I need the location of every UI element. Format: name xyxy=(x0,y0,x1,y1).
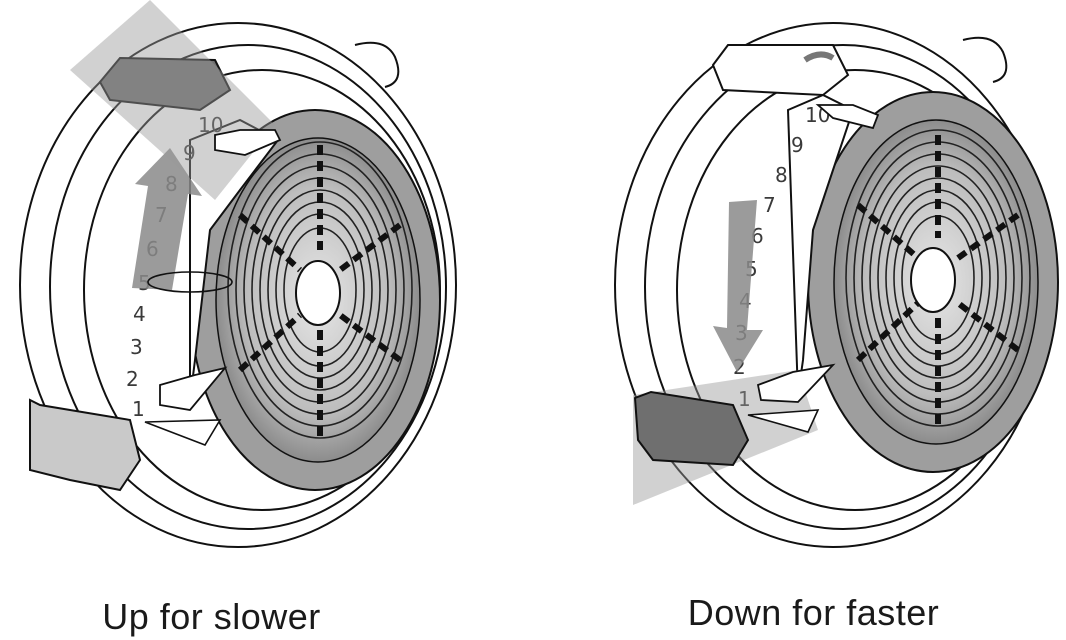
slider-indicator xyxy=(147,271,233,293)
panel-up-for-slower: 1 2 3 4 5 6 7 8 9 10 Up for slower xyxy=(19,0,457,637)
scale-num-2: 2 xyxy=(126,367,139,391)
top-clip xyxy=(711,44,880,130)
scale-num-10: 10 xyxy=(198,113,223,137)
caption-up-for-slower: Up for slower xyxy=(102,596,321,637)
caption-down-for-faster: Down for faster xyxy=(687,592,940,633)
grille-spokes xyxy=(237,145,402,440)
wheel-illustration-down: 1 2 3 4 5 6 7 8 9 10 xyxy=(614,22,1059,548)
panel-down-for-faster: 1 2 3 4 5 6 7 8 9 10 Down for faster xyxy=(533,0,1066,640)
scale-num-3: 3 xyxy=(130,335,143,359)
up-arrow-icon xyxy=(132,148,202,290)
bottom-clip xyxy=(633,363,836,505)
hub-center xyxy=(295,260,341,326)
scale-num-1: 1 xyxy=(738,387,751,411)
scale-num-9: 9 xyxy=(791,133,804,157)
scale-num-1: 1 xyxy=(132,397,145,421)
scale-num-4: 4 xyxy=(133,302,146,326)
down-arrow-icon xyxy=(713,200,763,372)
scale-num-8: 8 xyxy=(775,163,788,187)
wheel-illustration-up: 1 2 3 4 5 6 7 8 9 10 xyxy=(19,0,457,548)
bottom-clip xyxy=(29,366,228,492)
grille-spokes xyxy=(855,135,1020,430)
scale-num-7: 7 xyxy=(763,193,776,217)
hub-center xyxy=(910,247,956,313)
top-clip xyxy=(70,0,282,200)
scale-num-9: 9 xyxy=(183,141,196,165)
